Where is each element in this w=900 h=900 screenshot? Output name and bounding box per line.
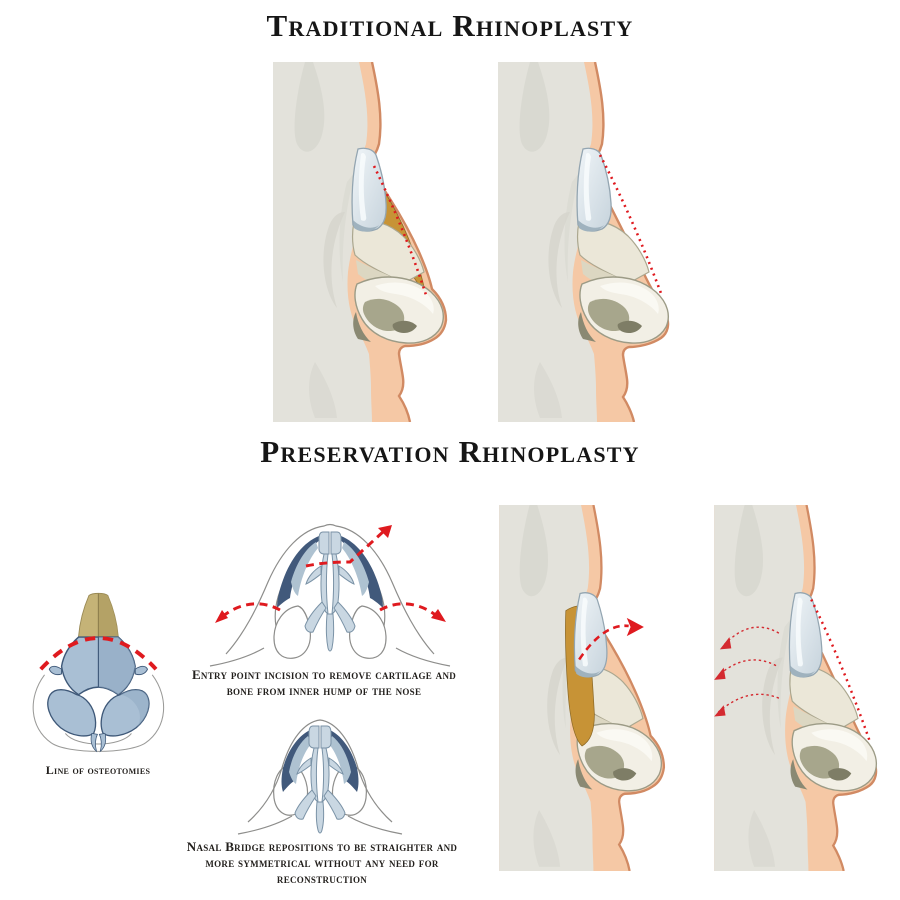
bridge-shading	[98, 593, 119, 638]
figure-traditional-hump-resection-profile	[271, 62, 448, 422]
tip-cartilage	[576, 219, 670, 344]
figure-nasal-bridge-repositioned-cross-section	[237, 719, 403, 835]
osteotomy-line-arc	[39, 636, 158, 671]
figure-preservation-result-profile	[712, 505, 878, 871]
lateral-ear-left	[48, 665, 63, 676]
nose-outline	[32, 674, 165, 752]
curl-right	[98, 732, 107, 753]
lateral-ear-right	[134, 665, 149, 676]
nasal-bone	[788, 592, 823, 679]
entry-incision-arrows	[215, 525, 446, 623]
lateral-pushdown-arrows	[714, 626, 780, 717]
caption-nasal-bridge: Nasal Bridge repositions to be straighte…	[186, 839, 458, 886]
upper-lateral-cartilage-bands	[277, 536, 383, 608]
hump-pushdown-arrow	[578, 617, 644, 661]
caption-osteotomies: Line of osteotomies	[45, 763, 151, 777]
nasal-bone	[576, 147, 612, 233]
nostril-outline	[64, 733, 132, 745]
figure-traditional-result-profile	[496, 62, 670, 422]
figure-preservation-pushdown-profile	[497, 505, 666, 871]
figure-osteotomy-lines-front-view	[32, 592, 165, 753]
septum-complex	[294, 725, 346, 834]
wing-shading	[120, 689, 149, 728]
section-title-preservation: Preservation Rhinoplasty	[260, 434, 640, 469]
tip-cartilage	[789, 665, 878, 792]
nasal-bone	[351, 147, 387, 233]
curl-left	[90, 732, 99, 753]
shield-shading	[98, 637, 136, 695]
upper-lateral-cartilage-bands	[281, 730, 359, 792]
caption-entry-point: Entry point incision to remove cartilage…	[191, 667, 457, 698]
septum-complex	[304, 531, 356, 652]
nasal-bone	[573, 592, 608, 679]
section-title-traditional: Traditional Rhinoplasty	[266, 8, 634, 43]
lateral-cartilage-left	[47, 689, 97, 737]
figure-entry-point-incision-cross-section	[209, 523, 451, 667]
